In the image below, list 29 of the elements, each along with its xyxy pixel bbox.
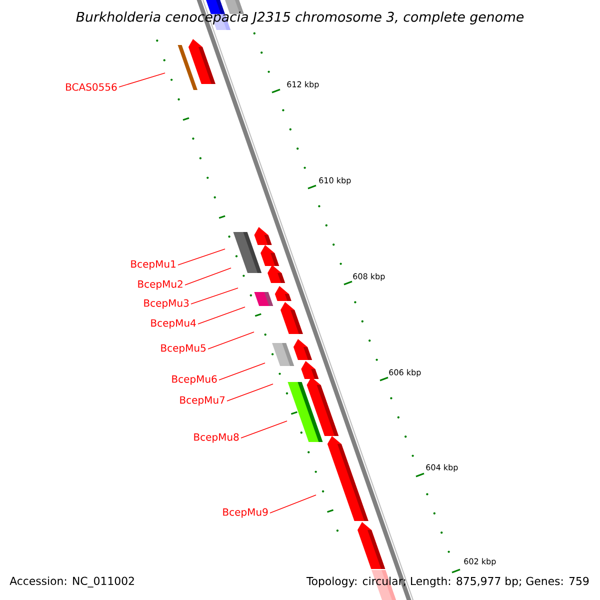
leader-line	[240, 420, 288, 438]
gene-label: BcepMu4	[151, 319, 196, 329]
gene-label: BcepMu7	[180, 396, 225, 406]
gene-label: BCAS0556	[66, 83, 117, 91]
gene-label: BcepMu2	[138, 280, 182, 290]
gene-label: BcepMu3	[144, 299, 189, 309]
tick-label: 606 kbp	[389, 369, 421, 377]
title: Burkholderia cenocepacia J2315 chromosome 3, complete genome	[76, 12, 524, 24]
gene-label: BcepMu5	[161, 344, 206, 354]
gene-label: BcepMu9	[223, 508, 268, 518]
tick-label: 610 kbp	[319, 177, 351, 185]
leader-line	[198, 306, 246, 324]
tick-label: 602 kbp	[464, 558, 496, 566]
gene-label: BcepMu8	[194, 433, 239, 443]
leader-line	[184, 268, 232, 286]
leader-line	[118, 72, 166, 88]
leader-line	[190, 288, 238, 304]
tick-label: 604 kbp	[426, 464, 458, 472]
leader-line	[218, 362, 266, 380]
tick-label: 608 kbp	[353, 273, 385, 281]
leader-line	[208, 332, 254, 350]
gene-label: BcepMu6	[172, 375, 217, 385]
gene-label: BcepMu1	[131, 260, 176, 270]
leader-line	[178, 248, 226, 266]
tick-label: 612 kbp	[287, 81, 319, 89]
accession-text: Accession: NC_011002	[10, 576, 134, 588]
genome-info-text: Topology: circular; Length: 875,977 bp; Genes: 759	[306, 576, 589, 588]
leader-line	[226, 384, 274, 402]
leader-line	[270, 494, 316, 514]
